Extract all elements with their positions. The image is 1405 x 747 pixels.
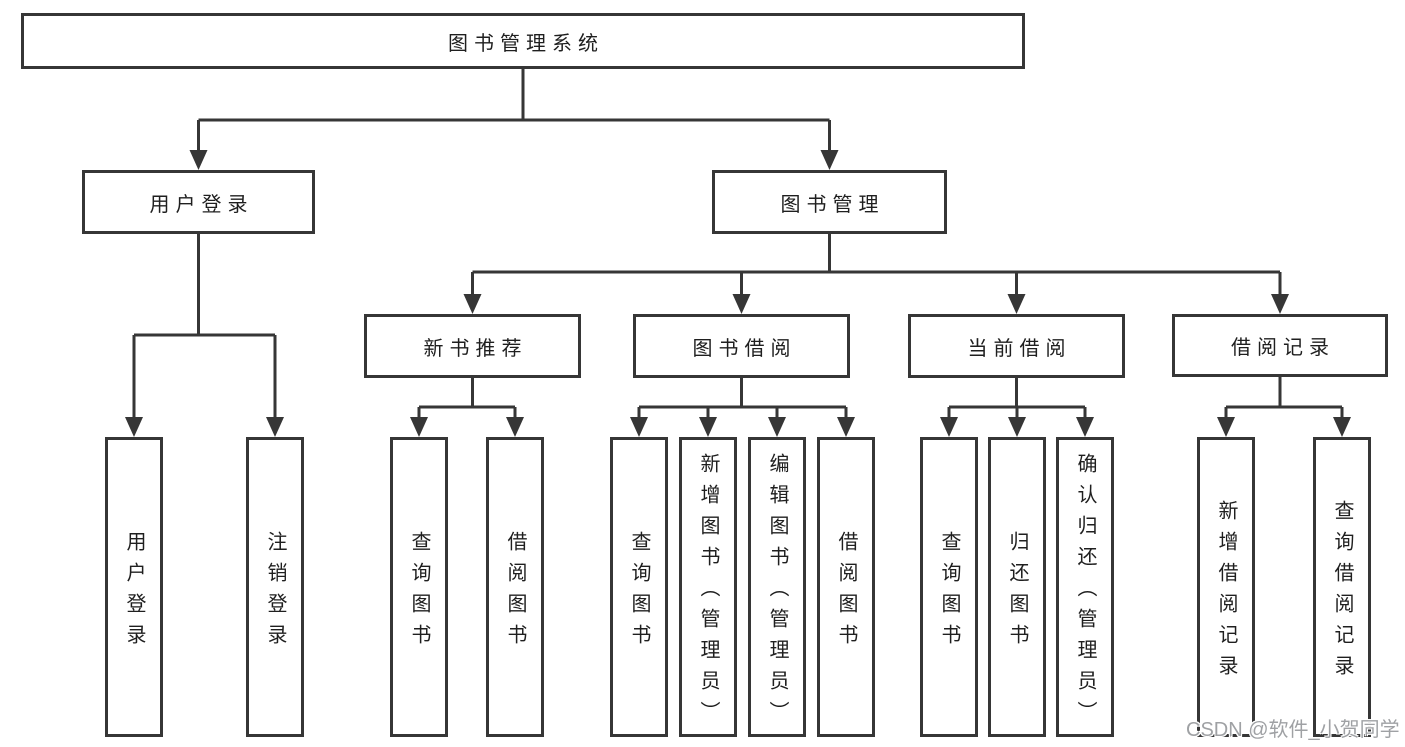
connector-root-to-level2 [189, 68, 839, 170]
leaf-confirm-return-admin: 确认归还（管理员） [1056, 437, 1114, 737]
arrow-head [1007, 294, 1026, 314]
node-label: 新增图书（管理员） [697, 453, 719, 732]
arrow-head [266, 417, 284, 437]
connector-user-login-to-leaves [125, 234, 284, 437]
arrow-head [732, 294, 751, 314]
node-label: 借阅图书 [504, 530, 526, 655]
leaf-add-book-admin: 新增图书（管理员） [679, 437, 737, 737]
leaf-query-current-borrow: 查询图书 [920, 437, 978, 737]
leaf-query-book: 查询图书 [610, 437, 668, 737]
arrow-head [1333, 417, 1351, 437]
node-user-login: 用户登录 [82, 170, 315, 234]
arrow-head [940, 417, 958, 437]
arrow-head [837, 417, 855, 437]
connector-book-borrow-to-leaves [630, 378, 855, 437]
arrow-head [820, 150, 839, 170]
node-borrow-record: 借阅记录 [1172, 314, 1388, 377]
arrow-head [125, 417, 143, 437]
connector-book-mgmt-to-level3 [463, 234, 1289, 314]
node-label: 查询图书 [408, 530, 430, 655]
node-label: 新书推荐 [423, 337, 528, 360]
node-label: 查询借阅记录 [1331, 499, 1353, 686]
arrow-head [699, 417, 717, 437]
connector-line [947, 378, 1087, 421]
connector-line [132, 234, 277, 419]
connector-borrow-record-to-leaves [1217, 377, 1351, 437]
arrow-head [410, 417, 428, 437]
node-label: 确认归还（管理员） [1074, 453, 1096, 732]
arrow-head [1271, 294, 1289, 314]
connector-line [471, 234, 1282, 296]
node-label: 用户登录 [123, 530, 145, 655]
arrow-head [630, 417, 648, 437]
node-label: 注销登录 [264, 530, 286, 655]
leaf-return-book: 归还图书 [988, 437, 1046, 737]
node-label: 归还图书 [1006, 530, 1028, 655]
node-new-book-recommend: 新书推荐 [364, 314, 581, 378]
connector-current-borrow-to-leaves [940, 378, 1094, 437]
node-label: 图书管理 [780, 193, 885, 216]
arrow-head [768, 417, 786, 437]
leaf-query-book-recommend: 查询图书 [390, 437, 448, 737]
node-label: 用户登录 [149, 193, 254, 216]
arrow-head [506, 417, 524, 437]
node-label: 查询图书 [628, 530, 650, 655]
arrow-head [463, 294, 482, 314]
node-root-system: 图书管理系统 [21, 13, 1025, 69]
node-label: 查询图书 [938, 530, 960, 655]
node-label: 图书管理系统 [448, 32, 604, 55]
leaf-query-borrow-record: 查询借阅记录 [1313, 437, 1371, 737]
node-label: 当前借阅 [967, 337, 1072, 360]
arrow-head [189, 150, 208, 170]
node-book-management: 图书管理 [712, 170, 947, 234]
leaf-user-login: 用户登录 [105, 437, 163, 737]
node-label: 图书借阅 [692, 337, 797, 360]
connector-line [417, 378, 517, 421]
leaf-borrow-book-recommend: 借阅图书 [486, 437, 544, 737]
connector-line [197, 68, 831, 152]
leaf-borrow-book: 借阅图书 [817, 437, 875, 737]
connector-line [637, 378, 848, 421]
leaf-logout: 注销登录 [246, 437, 304, 737]
node-book-borrow: 图书借阅 [633, 314, 850, 378]
arrow-head [1076, 417, 1094, 437]
node-label: 借阅图书 [835, 530, 857, 655]
arrow-head [1008, 417, 1026, 437]
node-label: 新增借阅记录 [1215, 499, 1237, 686]
node-label: 编辑图书（管理员） [766, 453, 788, 732]
leaf-edit-book-admin: 编辑图书（管理员） [748, 437, 806, 737]
leaf-add-borrow-record: 新增借阅记录 [1197, 437, 1255, 737]
node-label: 借阅记录 [1231, 337, 1335, 359]
arrow-head [1217, 417, 1235, 437]
csdn-watermark: CSDN @软件_小贺同学 [1186, 719, 1400, 741]
connector-new-book-rec-to-leaves [410, 378, 524, 437]
connector-line [1224, 377, 1344, 421]
node-current-borrow: 当前借阅 [908, 314, 1125, 378]
